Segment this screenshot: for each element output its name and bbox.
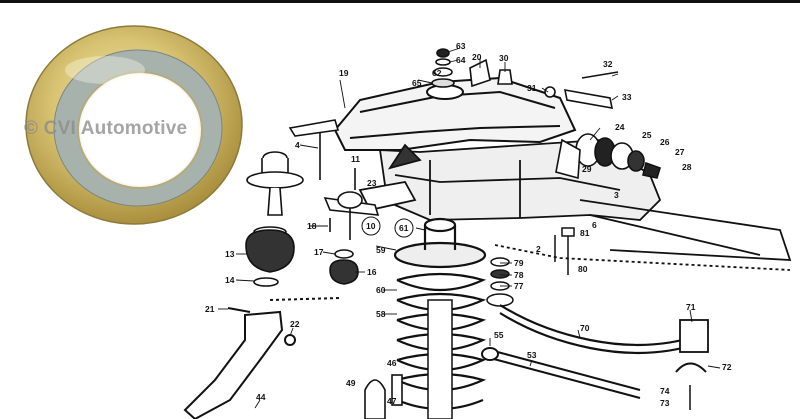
circled-callouts: [361, 216, 414, 238]
callout-73: 73: [660, 398, 670, 408]
lower-bolts: [364, 374, 403, 419]
washer-stack: [486, 257, 514, 307]
callout-71: 71: [686, 302, 696, 312]
callout-3: 3: [614, 190, 619, 200]
watermark-text: © CVI Automotive: [24, 118, 188, 139]
callout-6: 6: [592, 220, 597, 230]
callout-31: 31: [527, 83, 537, 93]
callout-13: 13: [225, 249, 235, 259]
callout-16: 16: [367, 267, 377, 277]
callout-53: 53: [527, 350, 537, 360]
callout-22: 22: [290, 319, 300, 329]
callout-78: 78: [514, 270, 524, 280]
callout-74: 74: [660, 386, 670, 396]
callout-49: 49: [346, 378, 356, 388]
callout-30: 30: [499, 53, 509, 63]
callout-60: 60: [376, 285, 386, 295]
callout-21: 21: [205, 304, 215, 314]
callout-26: 26: [660, 137, 670, 147]
tie-rod: [481, 347, 641, 399]
callout-46: 46: [387, 358, 397, 368]
callout-55: 55: [494, 330, 504, 340]
callout-64: 64: [456, 55, 466, 65]
top-border-line: [0, 0, 800, 3]
shock-absorber: [427, 299, 453, 419]
callout-14: 14: [225, 275, 235, 285]
callout-80: 80: [578, 264, 588, 274]
callout-23: 23: [367, 178, 377, 188]
leader-lines: [218, 47, 721, 409]
callout-32: 32: [603, 59, 613, 69]
callout-11: 11: [351, 154, 360, 164]
bushing-set: [555, 133, 661, 180]
bracket-plate: [544, 71, 619, 109]
callout-10: 10: [366, 221, 376, 231]
callout-25: 25: [642, 130, 652, 140]
upper-control-arm: [333, 76, 577, 151]
callout-44: 44: [256, 392, 266, 402]
callout-70: 70: [580, 323, 590, 333]
callout-72: 72: [722, 362, 732, 372]
anti-roll-bar: [499, 304, 709, 410]
callout-59: 59: [376, 245, 386, 255]
callout-65: 65: [412, 78, 422, 88]
callout-18: 18: [307, 221, 317, 231]
callout-20: 20: [472, 52, 482, 62]
ball-joint-center: [323, 168, 380, 285]
link-bolts: [554, 227, 575, 275]
callout-79: 79: [514, 258, 524, 268]
ball-joint-left: [245, 119, 340, 287]
callout-77: 77: [514, 281, 524, 291]
callout-61: 61: [399, 223, 409, 233]
callout-2: 2: [536, 244, 541, 254]
seal-washer-photo: [25, 25, 243, 225]
callout-58: 58: [376, 309, 386, 319]
callout-47: 47: [387, 396, 397, 406]
callout-19: 19: [339, 68, 349, 78]
callout-81: 81: [580, 228, 590, 238]
callout-28: 28: [682, 162, 692, 172]
callout-27: 27: [675, 147, 685, 157]
callout-62: 62: [432, 68, 442, 78]
shock-mount-stack: [431, 48, 513, 88]
steering-knuckle: [183, 297, 341, 419]
callout-numbers: 19 63 64 62 65 20 30 31 32 33 24 25 26 2…: [205, 41, 732, 408]
callout-63: 63: [456, 41, 466, 51]
callout-24: 24: [615, 122, 625, 132]
callout-29: 29: [582, 164, 592, 174]
callout-4: 4: [295, 140, 300, 150]
callout-17: 17: [314, 247, 324, 257]
callout-33: 33: [622, 92, 632, 102]
